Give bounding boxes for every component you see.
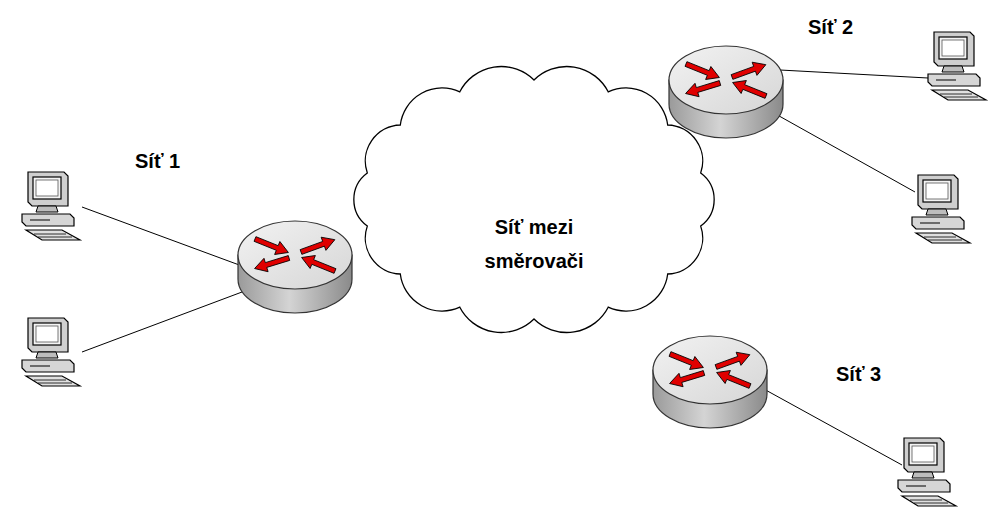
router-icon bbox=[669, 46, 783, 138]
computer-icon bbox=[928, 32, 986, 100]
computer-icon bbox=[912, 175, 970, 243]
computer-icon bbox=[22, 318, 80, 386]
router-icon bbox=[653, 336, 767, 428]
computer-icon bbox=[898, 438, 956, 506]
network-label: Síť 1 bbox=[135, 150, 180, 173]
router-icon bbox=[238, 221, 352, 313]
network-cloud: Síť mezi směrovači bbox=[345, 62, 723, 337]
cloud-label: Síť mezi směrovači bbox=[469, 210, 599, 278]
computer-icon bbox=[22, 172, 80, 240]
network-label: Síť 3 bbox=[836, 363, 881, 386]
network-label: Síť 2 bbox=[808, 16, 853, 39]
cloud-text-wrap: Síť mezi směrovači bbox=[345, 210, 723, 278]
cloud-outline bbox=[345, 62, 723, 337]
